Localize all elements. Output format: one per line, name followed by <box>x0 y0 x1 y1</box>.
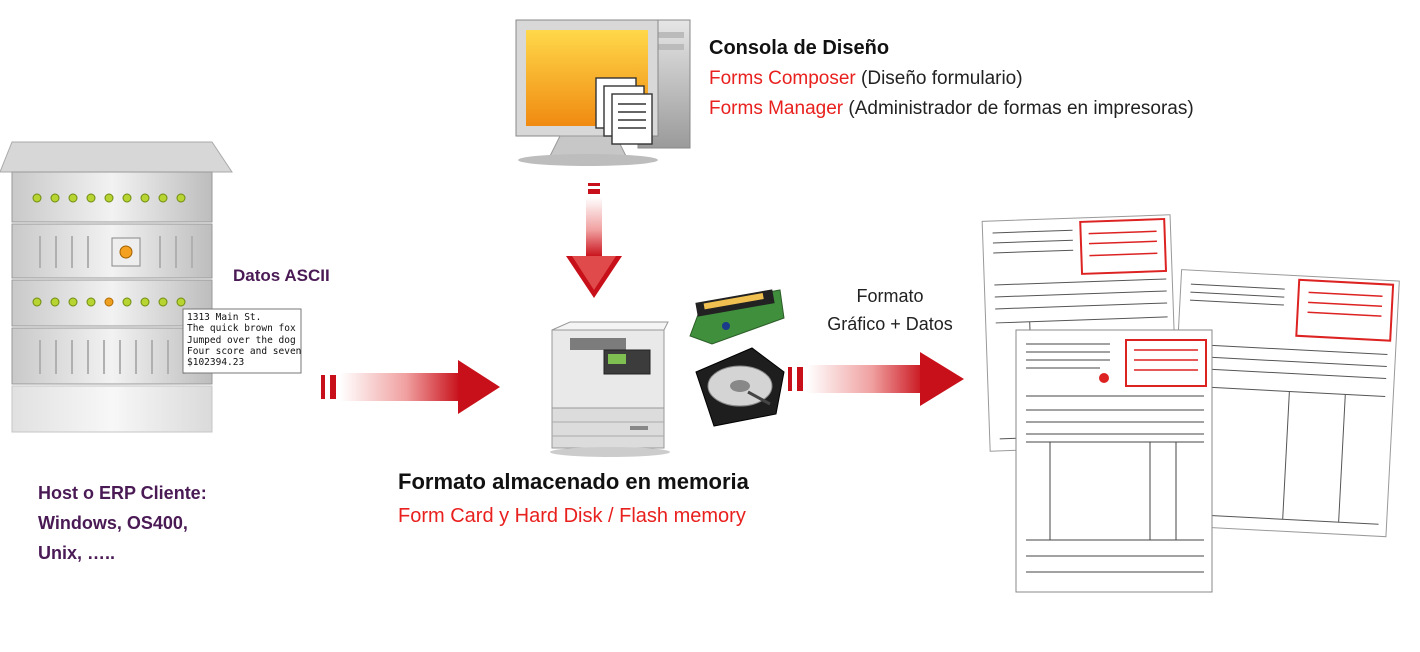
ascii-line: Four score and seven <box>187 345 302 357</box>
host-line-1: Host o ERP Cliente: <box>38 483 207 503</box>
forms-stack-icon <box>595 77 653 145</box>
server-icon <box>0 141 233 433</box>
host-label: Host o ERP Cliente: Windows, OS400, Unix… <box>38 478 207 568</box>
ascii-note-box <box>182 308 302 374</box>
ascii-line: The quick brown fox <box>187 323 296 335</box>
arrow-right-host <box>321 360 500 414</box>
forms-composer-line: Forms Composer (Diseño formulario) <box>709 68 1023 90</box>
ascii-sample-text: 1313 Main St. The quick brown fox Jumped… <box>187 312 301 368</box>
printer-title: Formato almacenado en memoria <box>398 469 749 494</box>
datos-ascii-label: Datos ASCII <box>233 266 330 285</box>
form-card-icon <box>689 289 785 345</box>
forms-manager-desc: (Administrador de formas en impresoras) <box>843 98 1194 119</box>
forms-manager-line: Forms Manager (Administrador de formas e… <box>709 98 1194 120</box>
printer-subtitle: Form Card y Hard Disk / Flash memory <box>398 505 746 527</box>
output-label: Formato Gráfico + Datos <box>790 282 990 338</box>
computer-icon <box>515 19 691 166</box>
ascii-line: $102394.23 <box>187 357 245 369</box>
host-line-2: Windows, OS400, <box>38 513 188 533</box>
printer-icon <box>550 321 670 457</box>
ascii-line: Jumped over the dog <box>187 334 296 346</box>
forms-manager-label: Forms Manager <box>709 98 844 119</box>
output-line-1: Formato <box>856 286 924 306</box>
arrow-right-printer <box>788 352 964 406</box>
arrow-down <box>566 183 622 298</box>
ascii-line: 1313 Main St. <box>187 312 262 323</box>
forms-composer-label: Forms Composer <box>709 68 856 89</box>
forms-documents-icon <box>981 214 1400 593</box>
forms-composer-desc: (Diseño formulario) <box>855 68 1023 89</box>
output-line-2: Gráfico + Datos <box>827 314 953 334</box>
console-title: Consola de Diseño <box>709 37 890 59</box>
host-line-3: Unix, ….. <box>38 543 116 563</box>
hard-disk-icon <box>695 347 785 427</box>
